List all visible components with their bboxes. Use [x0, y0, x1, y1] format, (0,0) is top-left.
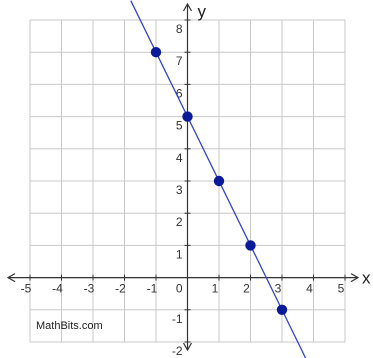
x-tick-label: -5: [21, 282, 32, 296]
y-axis-arrow-down-icon: [182, 342, 193, 352]
y-tick-label: -2: [172, 344, 183, 358]
y-tick-label: 5: [176, 119, 183, 133]
y-tick-label: 4: [176, 151, 183, 165]
data-point: [213, 175, 225, 187]
x-tick-label: -4: [52, 282, 63, 296]
data-point: [276, 304, 288, 315]
x-axis-arrow-left-icon: [6, 273, 16, 283]
y-tick-label: 2: [176, 215, 183, 229]
watermark-text: MathBits.com: [36, 320, 103, 332]
data-point: [182, 111, 193, 122]
y-tick-label: 6: [176, 86, 183, 100]
origin-label: 0: [176, 282, 183, 296]
y-axis-arrow-up-icon: [182, 2, 193, 12]
x-tick-labels: -5 -4 -3 -2 -1 1 2 3 4 5: [21, 282, 345, 296]
data-point: [245, 240, 256, 251]
x-tick-label: 5: [338, 282, 345, 296]
x-tick-label: -2: [115, 282, 126, 296]
data-series: [130, 0, 307, 358]
y-tick-label: 1: [176, 247, 183, 261]
x-axis-arrow-right-icon: [350, 273, 360, 283]
y-tick-labels: -2 -1 1 2 3 4 5 6 7 8: [172, 22, 183, 358]
y-tick-label: 3: [176, 183, 183, 197]
x-tick-label: 1: [212, 282, 219, 296]
x-tick-label: 3: [275, 282, 282, 296]
x-axis-label: x: [362, 269, 371, 288]
data-point: [150, 47, 162, 58]
y-axis-label: y: [198, 2, 207, 21]
x-tick-label: -3: [84, 282, 95, 296]
y-tick-label: 7: [176, 54, 183, 68]
x-tick-label: 4: [306, 282, 313, 296]
y-tick-label: -1: [172, 312, 183, 326]
x-tick-label: 2: [243, 282, 250, 296]
y-tick-label: 8: [176, 22, 183, 36]
axes: [6, 2, 360, 352]
x-tick-label: -1: [147, 282, 158, 296]
